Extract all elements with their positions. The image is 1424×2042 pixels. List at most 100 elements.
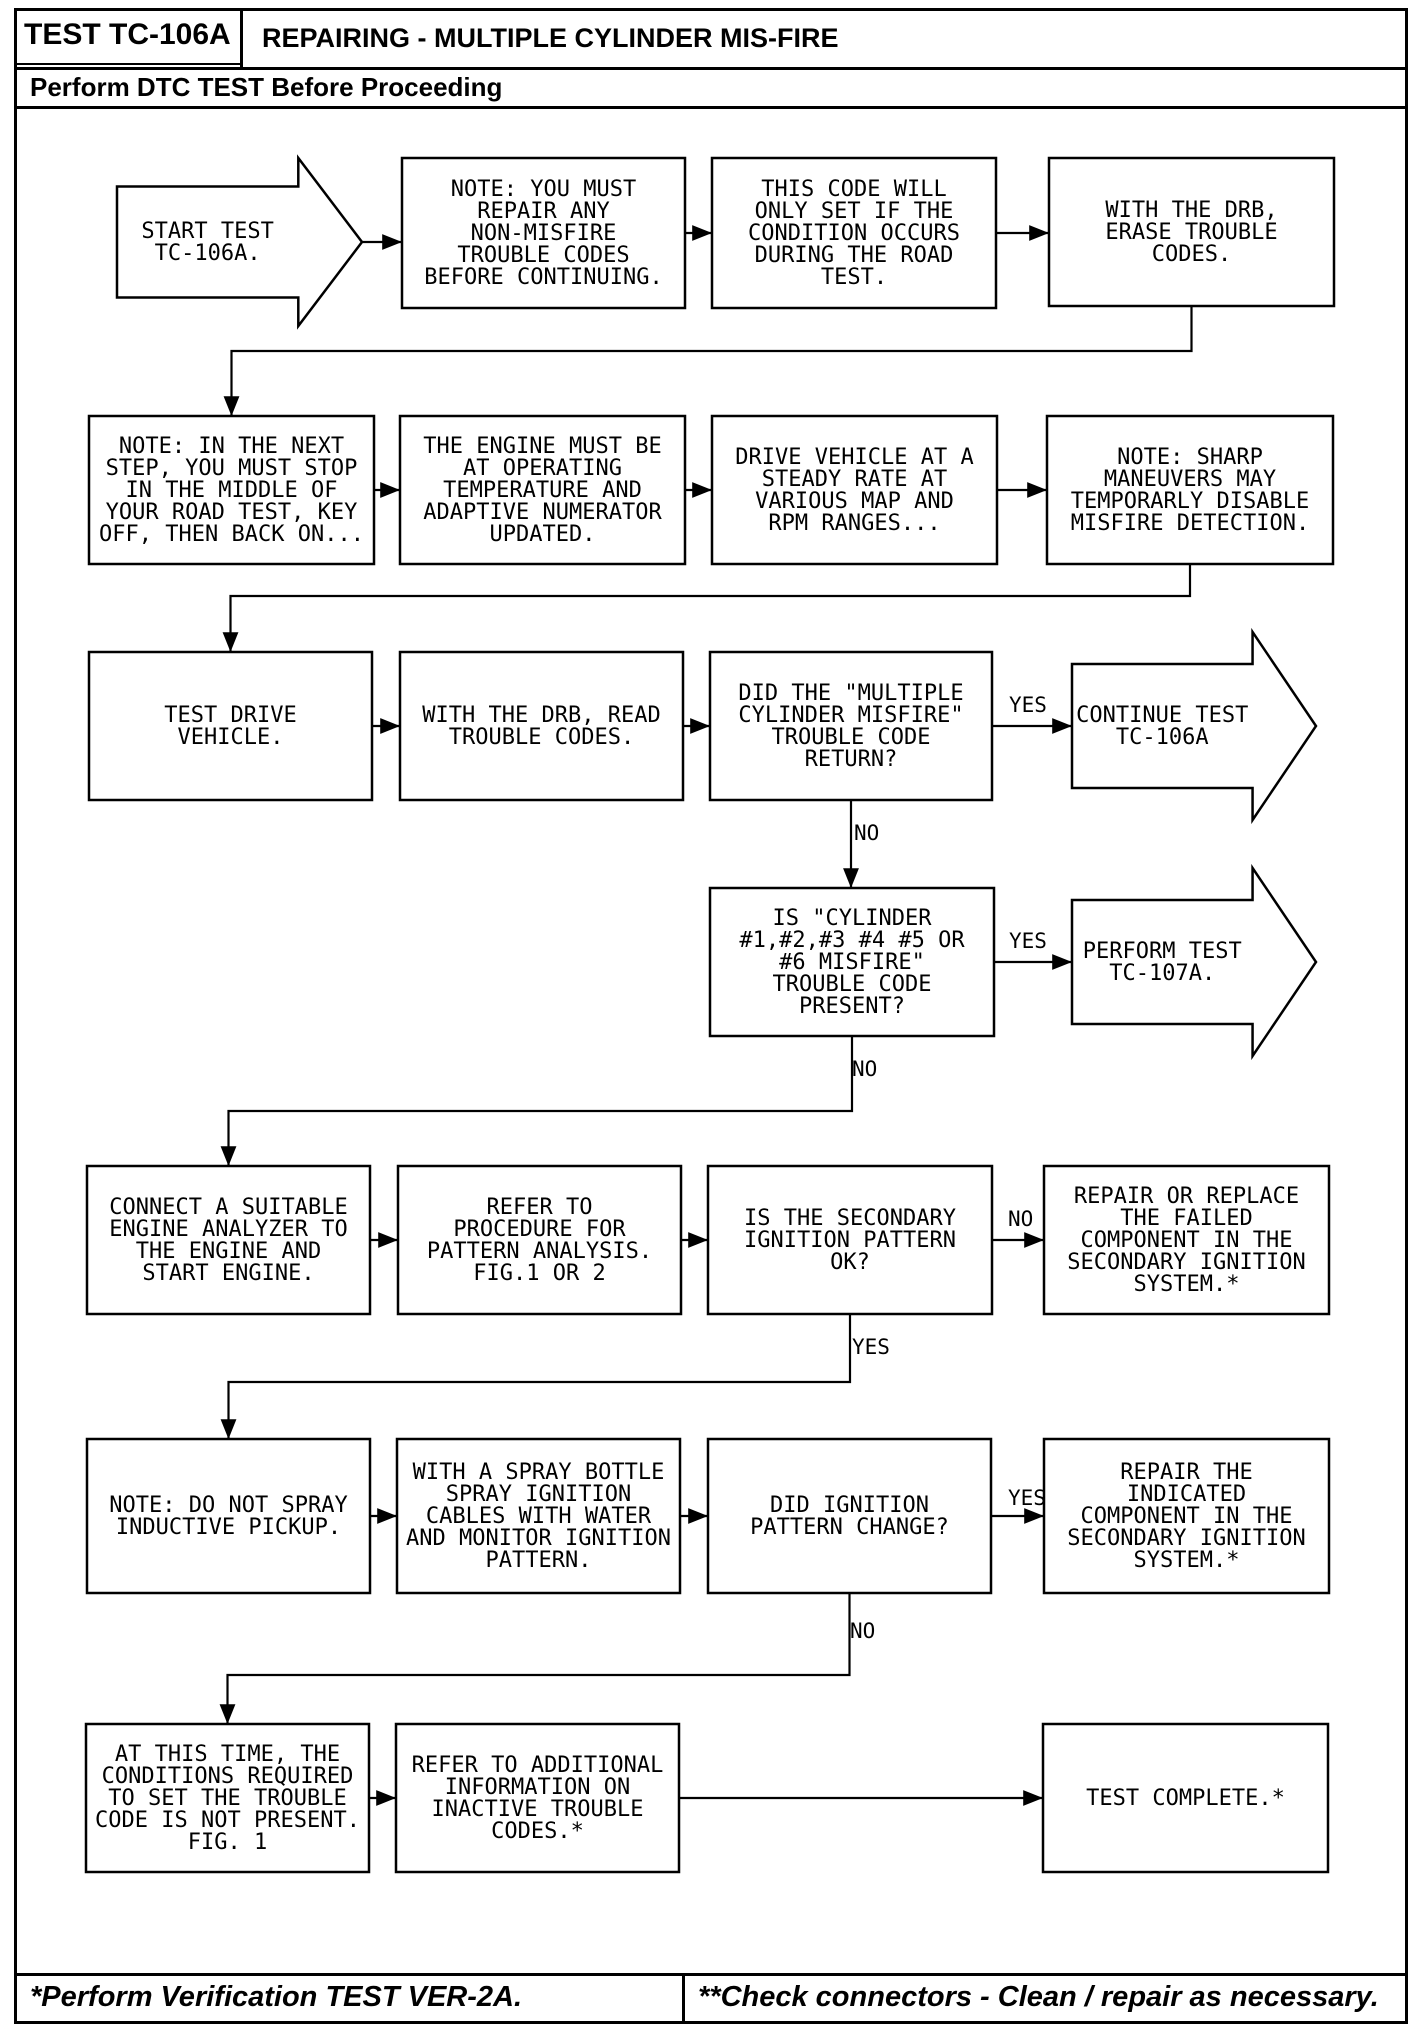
box-text-line: TC-107A. <box>1109 961 1215 986</box>
box-shape <box>708 650 994 802</box>
box-text-line: START TEST <box>141 219 273 244</box>
box-text-line: NOTE: DO NOT SPRAY <box>109 1493 347 1518</box>
box-shape <box>1041 1722 1330 1874</box>
box-text-line: COMPONENT IN THE <box>1081 1504 1293 1529</box>
connector-erase-to-notestop <box>223 306 1193 416</box>
branch-label-yes: YES <box>1009 929 1047 953</box>
box-text-line: THE ENGINE MUST BE <box>423 434 661 459</box>
box-text-line: TC-106A. <box>155 241 261 266</box>
box-text-line: CODE IS NOT PRESENT. <box>95 1808 360 1833</box>
box-text-line: WITH THE DRB, READ <box>422 703 660 728</box>
box-text-line: ONLY SET IF THE <box>755 199 954 224</box>
box-text-line: TEST COMPLETE.* <box>1086 1786 1285 1811</box>
box-text-line: NOTE: SHARP <box>1117 445 1263 470</box>
box-text-line: BEFORE CONTINUING. <box>424 265 662 290</box>
box-text-line: REFER TO <box>487 1195 593 1220</box>
box-text-line: OK? <box>830 1250 870 1275</box>
box-text-line: MANEUVERS MAY <box>1104 467 1276 492</box>
box-text-line: CONTINUE TEST <box>1076 703 1248 728</box>
box-text-line: IS THE SECONDARY <box>744 1206 956 1231</box>
box-shape <box>706 1164 994 1316</box>
box-shape <box>710 414 999 566</box>
box-text-line: STEP, YOU MUST STOP <box>106 456 358 481</box>
box-text-line: PATTERN ANALYSIS. <box>427 1239 652 1264</box>
box-shape <box>710 156 998 310</box>
box-text-line: THE ENGINE AND <box>136 1239 321 1264</box>
box-text-line: COMPONENT IN THE <box>1081 1228 1293 1253</box>
box-text-line: RPM RANGES... <box>768 511 940 536</box>
box-text-line: TEST DRIVE <box>164 703 296 728</box>
box-text-line: SPRAY IGNITION <box>446 1482 631 1507</box>
box-text-line: REFER TO ADDITIONAL <box>412 1753 664 1778</box>
box-text-line: TEMPERATURE AND <box>443 478 642 503</box>
page-frame <box>14 8 1408 2024</box>
box-text-line: THIS CODE WILL <box>761 177 946 202</box>
box-text-line: REPAIR OR REPLACE <box>1074 1184 1299 1209</box>
box-text-line: DURING THE ROAD <box>755 243 954 268</box>
box-text-line: TO SET THE TROUBLE <box>108 1786 346 1811</box>
box-text-line: FIG. 1 <box>188 1830 267 1855</box>
box-text-line: WITH A SPRAY BOTTLE <box>413 1460 665 1485</box>
box-text-line: CABLES WITH WATER <box>426 1504 652 1529</box>
box-text-line: REPAIR ANY <box>477 199 609 224</box>
branch-label-yes: YES <box>852 1335 890 1359</box>
box-text-line: NOTE: YOU MUST <box>451 177 636 202</box>
branch-label-no: NO <box>1008 1207 1033 1231</box>
branch-label-no: NO <box>854 821 879 845</box>
branch-label-no: NO <box>850 1619 875 1643</box>
subheader-divider <box>14 106 1408 109</box>
box-text-line: VARIOUS MAP AND <box>755 489 954 514</box>
box-text-line: UPDATED. <box>490 522 596 547</box>
box-text-line: NON-MISFIRE <box>471 221 617 246</box>
box-text-line: SYSTEM.* <box>1134 1548 1240 1573</box>
box-text-line: INDUCTIVE PICKUP. <box>116 1515 341 1540</box>
box-text-line: ADAPTIVE NUMERATOR <box>423 500 662 525</box>
box-text-line: START ENGINE. <box>142 1261 314 1286</box>
branch-label-yes: YES <box>1009 693 1047 717</box>
box-text-line: VEHICLE. <box>178 725 284 750</box>
box-text-line: PERFORM TEST <box>1083 939 1242 964</box>
box-shape <box>708 886 996 1038</box>
box-shape <box>85 1164 372 1316</box>
box-text-line: WITH THE DRB, <box>1105 198 1277 223</box>
box-text-line: CODES. <box>1152 242 1231 267</box>
connector-qpattern-no <box>219 1593 851 1724</box>
connector-sharp-to-testdrive <box>222 564 1192 652</box>
box-text-line: TEST. <box>821 265 887 290</box>
box-text-line: IGNITION PATTERN <box>744 1228 956 1253</box>
branch-label-no: NO <box>852 1057 877 1081</box>
box-text-line: CYLINDER MISFIRE" <box>738 703 963 728</box>
box-text-line: SECONDARY IGNITION <box>1067 1250 1305 1275</box>
flow-box-q-cylinder: IS "CYLINDER#1,#2,#3 #4 #5 OR#6 MISFIRE"… <box>708 886 996 1038</box>
test-id-box-bottom <box>14 63 242 65</box>
box-text-line: ERASE TROUBLE <box>1105 220 1277 245</box>
box-shape <box>87 414 376 566</box>
box-text-line: #6 MISFIRE" <box>779 950 925 975</box>
arrow-shape <box>1070 863 1318 1061</box>
box-text-line: PATTERN. <box>486 1548 592 1573</box>
box-text-line: ENGINE ANALYZER TO <box>109 1217 347 1242</box>
connector-qsecondary-yes <box>220 1314 852 1439</box>
box-text-line: PATTERN CHANGE? <box>750 1515 949 1540</box>
box-text-line: #1,#2,#3 #4 #5 OR <box>739 928 965 953</box>
footer-split <box>682 1973 685 2024</box>
box-text-line: MISFIRE DETECTION. <box>1071 511 1309 536</box>
box-shape <box>396 1164 683 1316</box>
header-divider <box>14 67 1408 70</box>
